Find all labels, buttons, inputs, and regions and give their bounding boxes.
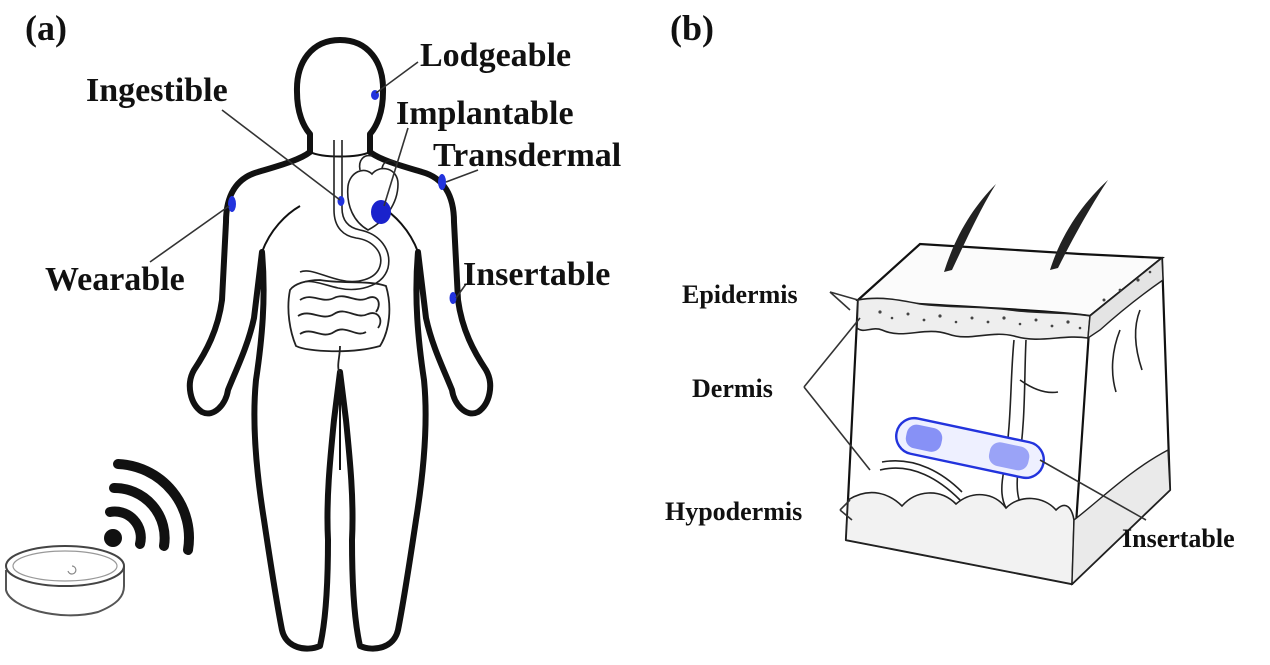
panel-b: (b)	[665, 8, 1235, 586]
panel-a: (a)	[5, 8, 621, 652]
label-epidermis: Epidermis	[682, 280, 798, 309]
wearable-marker	[228, 196, 236, 212]
implantable-marker	[371, 200, 391, 224]
stomach-illustration	[299, 140, 390, 291]
wireless-signal-icon	[104, 459, 194, 555]
insertable-marker	[449, 292, 457, 304]
implant-capsule-icon	[895, 416, 1045, 480]
label-lodgeable: Lodgeable	[420, 37, 571, 74]
transdermal-marker	[438, 174, 446, 190]
leader-lines-b	[803, 291, 1147, 521]
label-wearable: Wearable	[45, 261, 185, 298]
label-insertable-a: Insertable	[463, 256, 610, 293]
label-hypodermis: Hypodermis	[665, 497, 802, 526]
label-transdermal: Transdermal	[433, 137, 621, 174]
label-ingestible: Ingestible	[86, 72, 228, 109]
panel-b-tag: (b)	[670, 8, 714, 48]
hair-strand	[1050, 180, 1108, 270]
hair-strand	[944, 184, 996, 272]
reader-device-icon	[5, 545, 125, 617]
label-implantable: Implantable	[396, 95, 574, 132]
label-dermis: Dermis	[692, 374, 773, 403]
ingestible-marker	[337, 196, 345, 206]
label-insertable-b: Insertable	[1122, 524, 1235, 553]
epidermis-texture	[878, 270, 1152, 330]
leader-lines-a	[149, 61, 479, 299]
skin-cube-icon	[844, 180, 1172, 586]
intestines-illustration	[287, 279, 391, 375]
panel-a-tag: (a)	[25, 8, 67, 48]
heart-illustration	[346, 154, 399, 231]
